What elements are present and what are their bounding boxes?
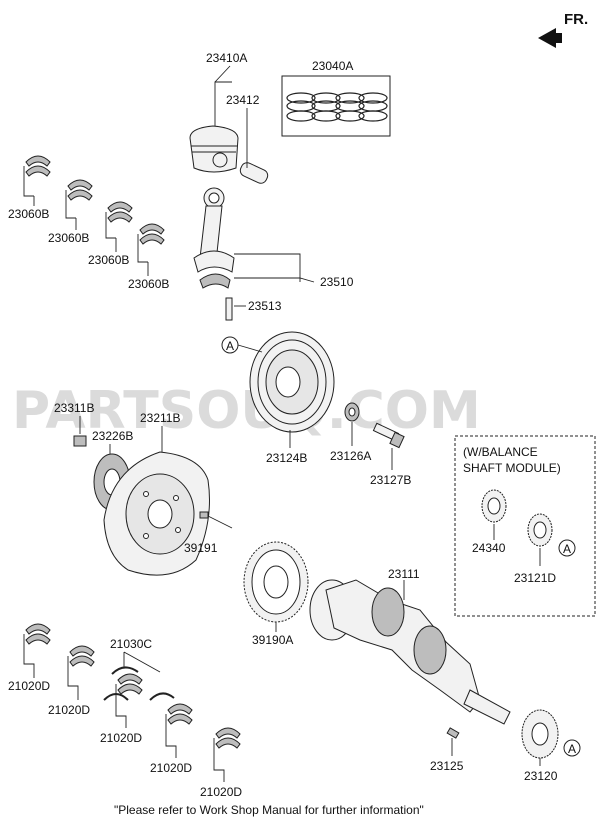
- part-number-23060B-4[interactable]: 23060B: [128, 277, 169, 291]
- part-number-24340[interactable]: 24340: [472, 541, 506, 555]
- leader-conrod: [234, 253, 315, 283]
- connecting-rod-image: [193, 187, 235, 289]
- callout-a-sprocket: A: [563, 739, 581, 757]
- part-number-23412[interactable]: 23412: [226, 93, 260, 107]
- leader-callout-a-pulley: [237, 344, 263, 353]
- part-number-23120[interactable]: 23120: [524, 769, 558, 783]
- part-number-39190A[interactable]: 39190A: [252, 633, 293, 647]
- part-number-21020D-2[interactable]: 21020D: [48, 703, 90, 717]
- part-number-23124B[interactable]: 23124B: [266, 451, 307, 465]
- main-bearing-5-image: [213, 727, 241, 782]
- leader-thrust-washer: [123, 651, 161, 673]
- main-bearing-1-image: [23, 623, 51, 678]
- part-number-23121D[interactable]: 23121D: [514, 571, 556, 585]
- conn-rod-bearing-2-image: [65, 179, 93, 230]
- piston-pin-image: [239, 162, 269, 184]
- pulley-washer-image: [344, 402, 360, 422]
- callout-a-pulley: A: [221, 336, 239, 354]
- piston-image: [189, 125, 239, 173]
- svg-text:A: A: [226, 339, 234, 353]
- part-number-23060B-3[interactable]: 23060B: [88, 253, 129, 267]
- leader-piston-top: [214, 65, 231, 83]
- crank-key-image: [446, 727, 460, 739]
- balance-module-title-line1: (W/BALANCE: [463, 445, 538, 459]
- part-number-21030C[interactable]: 21030C: [110, 637, 152, 651]
- callout-a-balance: A: [558, 539, 576, 557]
- balance-gear-1-image: [481, 489, 507, 523]
- conn-rod-bearing-3-image: [105, 201, 133, 252]
- conn-rod-bearing-4-image: [137, 223, 165, 276]
- flywheel-bolt-image: [73, 435, 87, 447]
- part-number-21020D-1[interactable]: 21020D: [8, 679, 50, 693]
- conn-rod-bearing-1-image: [23, 155, 51, 206]
- part-number-21020D-4[interactable]: 21020D: [150, 761, 192, 775]
- drive-plate-image: [103, 451, 210, 576]
- part-number-23126A[interactable]: 23126A: [330, 449, 371, 463]
- part-number-23211B[interactable]: 23211B: [140, 411, 180, 425]
- crank-sprocket-image: [521, 709, 559, 759]
- watermark-text: PARTSOUQ.COM: [12, 381, 481, 441]
- conrod-bolt-image: [225, 297, 233, 321]
- front-direction-label: FR.: [564, 11, 588, 28]
- part-number-23060B-1[interactable]: 23060B: [8, 207, 49, 221]
- footer-note: "Please refer to Work Shop Manual for fu…: [114, 803, 424, 817]
- part-number-23513[interactable]: 23513: [248, 299, 282, 313]
- pulley-bolt-image: [372, 422, 405, 449]
- reluctor-wheel-image: [243, 541, 309, 623]
- part-number-23125[interactable]: 23125: [430, 759, 464, 773]
- main-bearing-2-image: [67, 645, 95, 700]
- svg-text:A: A: [568, 742, 576, 756]
- crankshaft-image: [309, 579, 511, 725]
- part-number-23510[interactable]: 23510: [320, 275, 354, 289]
- part-number-23060B-2[interactable]: 23060B: [48, 231, 89, 245]
- part-number-39191[interactable]: 39191: [184, 541, 218, 555]
- part-number-23127B[interactable]: 23127B: [370, 473, 411, 487]
- part-number-23226B[interactable]: 23226B: [92, 429, 133, 443]
- damper-pulley-image: [249, 331, 335, 433]
- part-number-21020D-5[interactable]: 21020D: [200, 785, 242, 799]
- front-direction-arrow: [538, 28, 562, 48]
- main-bearing-4-image: [165, 703, 193, 758]
- part-number-23111[interactable]: 23111: [388, 567, 420, 581]
- svg-text:A: A: [563, 542, 571, 556]
- dowel-image: [199, 511, 209, 519]
- part-number-21020D-3[interactable]: 21020D: [100, 731, 142, 745]
- part-number-23040A[interactable]: 23040A: [312, 59, 353, 73]
- balance-module-title-line2: SHAFT MODULE): [463, 461, 561, 475]
- main-bearing-3-image: [115, 673, 143, 728]
- piston-ring-set-image: [281, 75, 391, 137]
- part-number-23410A[interactable]: 23410A: [206, 51, 247, 65]
- part-number-23311B[interactable]: 23311B: [54, 401, 94, 415]
- balance-module-box: [454, 435, 596, 617]
- leader-dowel: [207, 515, 233, 529]
- balance-gear-2-image: [527, 513, 553, 547]
